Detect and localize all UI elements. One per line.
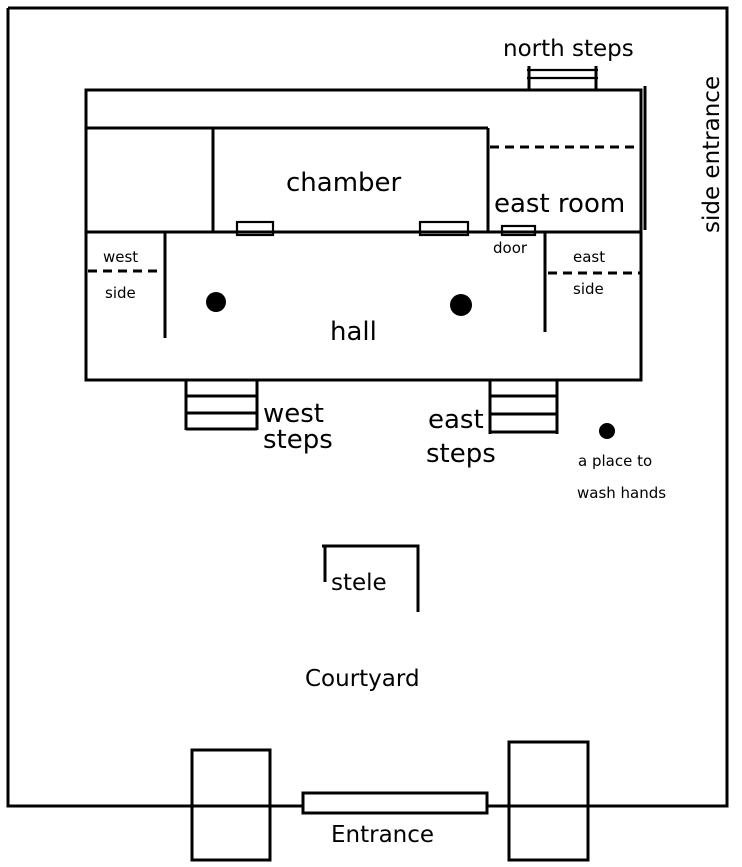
entrance-label: Entrance [331, 822, 434, 848]
courtyard-label: Courtyard [305, 666, 420, 692]
main-building [84, 86, 647, 382]
stele-structure [322, 544, 420, 612]
east-steps-label-line1: east [428, 405, 484, 435]
wash-hands-marker [599, 423, 615, 439]
north-steps [527, 66, 598, 90]
doors [235, 220, 537, 237]
gate-buildings [190, 740, 590, 862]
wash-hands-label-line1: a place to [578, 452, 652, 470]
east-side-label-line2: side [573, 280, 604, 298]
west-steps-label-line2: steps [263, 425, 333, 455]
east-steps [488, 380, 559, 434]
east-room-label: east room [494, 189, 625, 219]
entrance-gate [301, 791, 489, 815]
east-gate-house [507, 740, 590, 862]
wash-hands-label-line2: wash hands [577, 484, 666, 502]
outer-wall [6, 6, 729, 808]
east-room-door [500, 224, 537, 237]
chamber-label: chamber [286, 168, 402, 198]
pillars [206, 292, 472, 316]
east-steps-label-line2: steps [426, 439, 496, 469]
dashed-partitions [88, 145, 641, 275]
stele-label: stele [331, 570, 387, 596]
west-side-label-line2: side [105, 284, 136, 302]
west-steps [184, 380, 259, 431]
door-label: door [493, 239, 528, 257]
side-entrance-label: side entrance [699, 76, 725, 233]
west-steps-label-line1: west [263, 399, 324, 429]
north-steps-label: north steps [503, 36, 634, 62]
east-pillar [450, 294, 472, 316]
west-gate-house [190, 748, 272, 862]
west-pillar [206, 292, 226, 312]
hall-label: hall [330, 317, 377, 347]
west-side-label-line1: west [103, 248, 138, 266]
east-side-label-line1: east [573, 248, 605, 266]
interior-walls [86, 128, 641, 338]
